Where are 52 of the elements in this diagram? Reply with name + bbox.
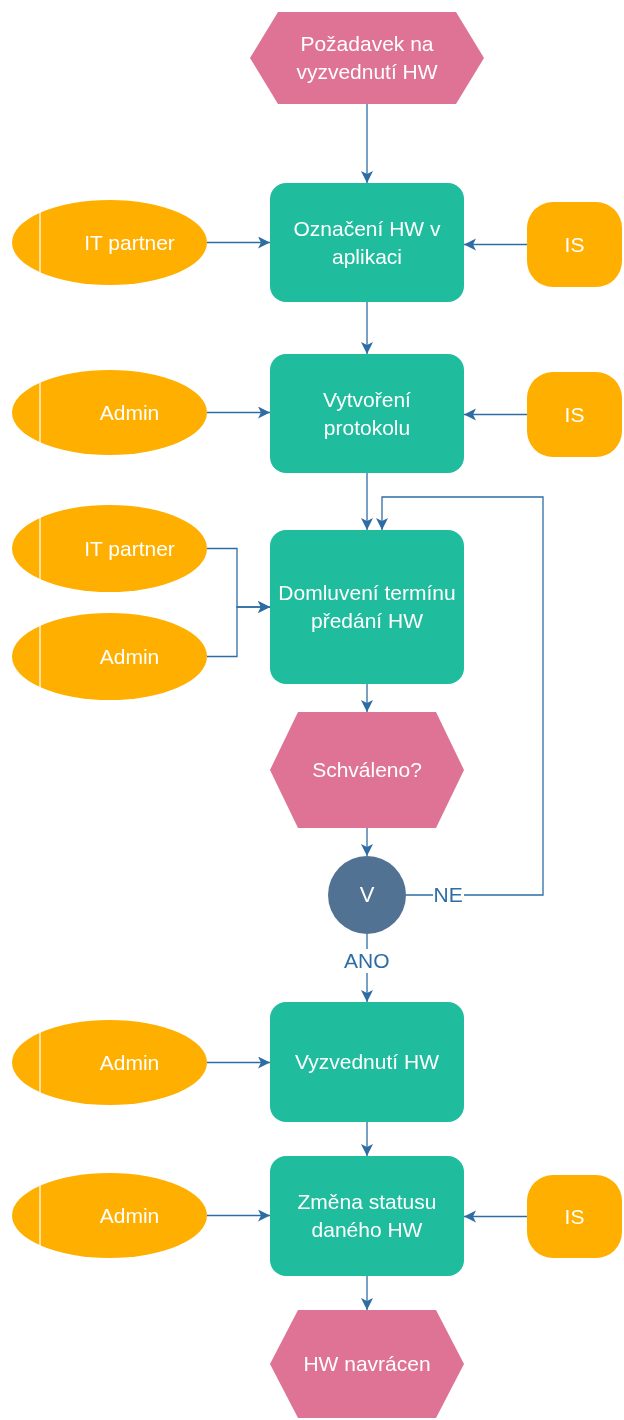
actor-ellipse	[12, 1020, 207, 1105]
node-label: Označení HW v aplikaci	[292, 215, 442, 270]
actor-ellipse	[12, 370, 207, 455]
terminal-hexagon	[270, 1310, 464, 1418]
node-label: Požadavek na vyzvednutí HW	[295, 31, 439, 85]
node-label: Admin	[99, 399, 160, 426]
system-box	[527, 1175, 622, 1258]
arrow	[361, 683, 373, 713]
node-label: Admin	[99, 1202, 160, 1229]
process-box	[270, 1156, 464, 1276]
node-label: Admin	[99, 1049, 160, 1076]
actor-ellipse	[12, 1173, 207, 1258]
arrow	[206, 601, 271, 658]
arrow	[361, 827, 373, 857]
process-box	[270, 530, 464, 684]
system-box	[527, 202, 622, 287]
arrow	[463, 238, 528, 251]
arrow	[463, 408, 528, 421]
process-box	[270, 183, 464, 302]
arrow	[361, 301, 373, 355]
arrow	[463, 1210, 528, 1223]
node-label: IT partner	[84, 229, 175, 256]
node-label: V	[359, 881, 375, 909]
process-box	[270, 354, 464, 473]
terminal-hexagon	[270, 712, 464, 828]
node-label: HW navrácen	[303, 1351, 431, 1377]
terminal-hexagon	[250, 12, 484, 104]
node-label: Změna statusu daného HW	[296, 1189, 438, 1243]
arrow	[361, 472, 373, 531]
arrow	[361, 1275, 373, 1311]
actor-ellipse	[12, 200, 207, 285]
edge-label: ANO	[343, 949, 391, 973]
node-label: Admin	[99, 643, 160, 670]
node-label: Schváleno?	[312, 757, 422, 783]
arrow	[361, 103, 373, 184]
arrow	[206, 406, 271, 419]
actor-ellipse	[12, 613, 207, 700]
node-label: IS	[564, 1203, 585, 1230]
arrow	[206, 236, 271, 249]
node-label: Vyzvednutí HW	[295, 1049, 439, 1075]
arrow	[361, 1121, 373, 1157]
arrow	[376, 496, 544, 896]
process-box	[270, 1002, 464, 1122]
node-label: IS	[564, 401, 585, 428]
node-label: Vytvoření protokolu	[322, 386, 412, 441]
node-label: IT partner	[84, 535, 175, 562]
arrow	[206, 1056, 271, 1069]
node-label: IS	[564, 231, 585, 258]
node-label: Domluvení termínu předání HW	[277, 580, 457, 634]
system-box	[527, 372, 622, 457]
actor-ellipse	[12, 505, 207, 592]
arrow	[206, 1209, 271, 1222]
